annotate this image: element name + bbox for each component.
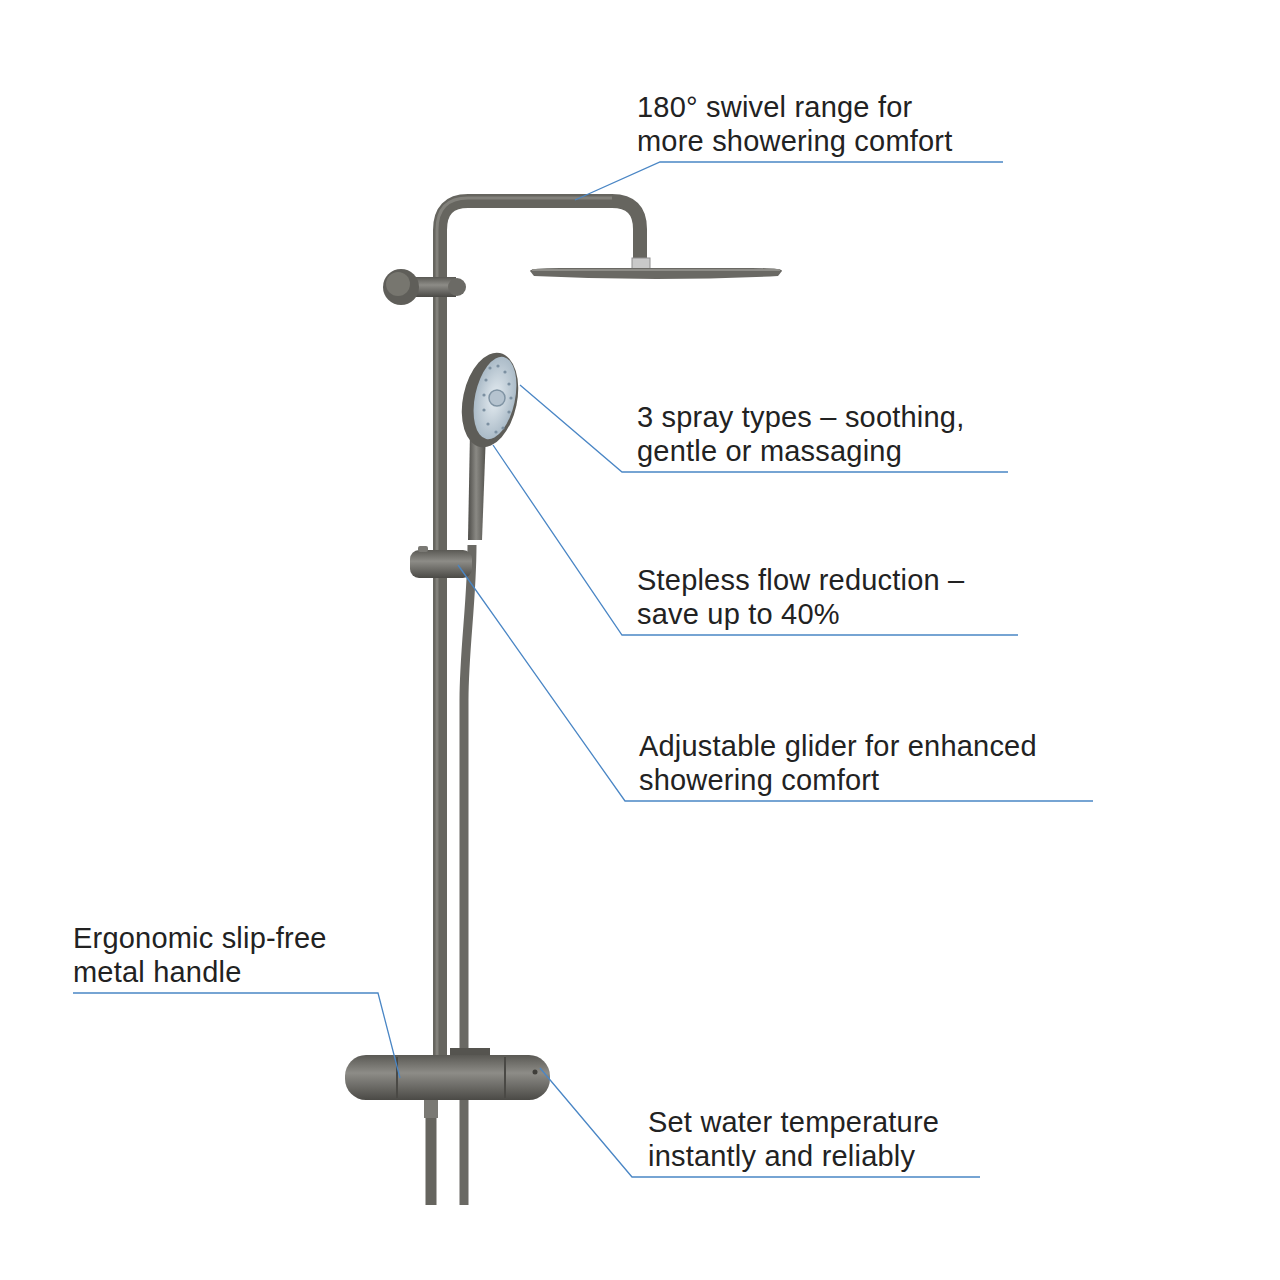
outlet-nut [424,1098,438,1118]
riser-pipe [440,201,640,1060]
thermostat-mixer [345,1055,550,1100]
callout-label: 3 spray types – soothing, gentle or mass… [637,400,969,468]
leader-line [540,1068,980,1177]
hand-shower-handle [468,432,486,540]
callout-label: 180° swivel range for more showering com… [637,90,957,158]
temperature-mark [533,1070,538,1075]
leader-line [520,385,1008,472]
leader-line [73,993,400,1078]
bracket-knob [448,278,466,296]
callout-label: Stepless flow reduction – save up to 40% [637,563,969,631]
wall-rosette [383,269,419,305]
shower-hose [464,545,472,1205]
handle-split [504,1057,506,1098]
glider [410,550,472,578]
leader-lines [73,162,1093,1177]
hand-shower-face [467,353,524,443]
hand-shower-head [454,347,527,452]
leader-line [493,445,1018,635]
spray-center [489,390,505,406]
spray-nozzles [482,364,512,433]
head-shower [530,268,782,279]
leader-line [575,162,1003,200]
callout-label: Set water temperature instantly and reli… [648,1105,944,1173]
head-shower-rim [532,269,780,271]
rosette-highlight [386,272,410,296]
callout-label: Ergonomic slip-free metal handle [73,921,331,989]
pipe-highlight [437,198,612,1060]
callout-label: Adjustable glider for enhanced showering… [639,729,1041,797]
glider-button [418,546,428,552]
